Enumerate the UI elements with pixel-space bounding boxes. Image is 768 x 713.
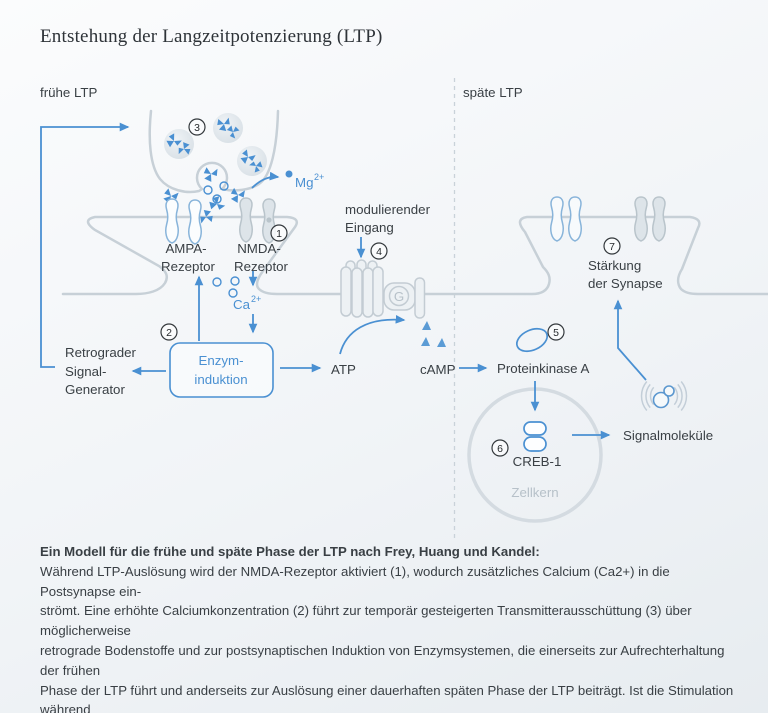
step-circle-1: [270, 224, 288, 242]
step-number-4: 4: [376, 246, 382, 258]
signal-wave-arc: [640, 381, 648, 411]
vesicles: [164, 113, 267, 176]
step-circle-7: [603, 237, 621, 255]
mg-label: Mg: [295, 175, 313, 190]
page-title: Entstehung der Langzeitpotenzierung (LTP…: [40, 26, 383, 47]
ampa-label-line1: AMPA-: [165, 241, 206, 256]
presynaptic-terminal-outline: [148, 109, 280, 194]
ampa-receptor-icon: [165, 198, 202, 245]
creb-label: CREB-1: [513, 454, 562, 469]
step-number-6: 6: [497, 443, 503, 455]
section-label-late-ltp: späte LTP: [463, 85, 523, 100]
ion-circle: [230, 276, 240, 286]
strengthening-label-line2: der Synapse: [588, 276, 663, 291]
enzyme-label-line1: Enzym-: [198, 353, 243, 368]
calcium-ions: [203, 181, 240, 298]
magnesium-block-dot: [266, 217, 272, 223]
signal-molecule-circle: [652, 391, 670, 409]
step-number-5: 5: [553, 327, 559, 339]
signal-molecule-icon: [640, 381, 688, 411]
pka-label: Proteinkinase A: [497, 361, 590, 376]
retrograde-label-line3: Generator: [65, 382, 125, 397]
vesicle: [237, 146, 267, 176]
step-circle-2: [160, 323, 178, 341]
ion-circle: [212, 277, 222, 287]
caption-line: strömt. Eine erhöhte Calciumkonzentratio…: [40, 603, 692, 639]
atp-to-camp-arrow: [339, 315, 406, 355]
atp-label: ATP: [331, 362, 356, 377]
nmda-receptor-icon: [239, 197, 276, 244]
caption-block: Ein Modell für die frühe und späte Phase…: [40, 542, 740, 713]
camp-label: cAMP: [420, 362, 456, 377]
vesicle: [213, 113, 243, 143]
mg-ion-dot: [285, 170, 293, 178]
transmitter-molecule-icon: [201, 164, 221, 184]
ca-label: Ca: [233, 297, 251, 312]
camp-triangle: [422, 321, 431, 330]
step-number-3: 3: [194, 122, 200, 134]
nucleus-label: Zellkern: [511, 485, 558, 500]
ion-circle: [228, 288, 238, 298]
camp-molecules: [421, 321, 446, 347]
creb-icon: [523, 421, 547, 452]
ion-circle: [219, 181, 229, 191]
camp-triangle: [421, 337, 430, 346]
signal-wave-arc: [645, 383, 651, 409]
enzyme-label-line2: induktion: [194, 372, 247, 387]
signal-wave-arc: [680, 381, 688, 411]
mg-superscript: 2+: [314, 172, 324, 182]
step-number-2: 2: [166, 327, 172, 339]
signal-wave-arc: [673, 386, 679, 406]
caption-heading: Ein Modell für die frühe und späte Phase…: [40, 544, 540, 559]
step-circle-3: [188, 118, 206, 136]
section-label-early-ltp: frühe LTP: [40, 85, 98, 100]
caption-line: retrograde Bodenstoffe und zur postsynap…: [40, 642, 725, 678]
step-circle-6: [491, 439, 509, 457]
camp-triangle: [437, 338, 446, 347]
mg-exit-arrow: [251, 171, 280, 189]
modulating-input-label-line1: modulierender: [345, 202, 431, 217]
step-circle-4: [370, 242, 388, 260]
strengthening-label-line1: Stärkung: [588, 258, 641, 273]
signal-wave-arc: [677, 383, 683, 409]
ampa-label-line2: Rezeptor: [161, 259, 216, 274]
signal-molecule-circle: [663, 385, 675, 397]
caption-line: Während LTP-Auslösung wird der NMDA-Reze…: [40, 563, 670, 599]
late-receptor-new-icon: [550, 196, 582, 242]
retrograde-feedback-arrow: [40, 122, 130, 368]
enzyme-induction-box: [169, 342, 274, 398]
late-receptor-existing-icon: [634, 196, 666, 242]
ca-superscript: 2+: [251, 294, 261, 304]
retrograde-label-line1: Retrograder: [65, 345, 137, 360]
g-protein-letter: G: [394, 289, 404, 304]
retrograde-label-line2: Signal-: [65, 364, 106, 379]
signal-molecules-label: Signalmoleküle: [623, 428, 713, 443]
step-number-7: 7: [609, 241, 615, 253]
g-protein-receptor-complex-icon: [340, 259, 426, 319]
caption-line: Phase der LTP führt und anderseits zur A…: [40, 682, 734, 713]
ion-circle: [212, 194, 222, 204]
nmda-label-line2: Rezeptor: [234, 259, 289, 274]
signal-wave-arc: [649, 386, 655, 406]
step-number-1: 1: [276, 228, 282, 240]
step-circle-5: [547, 323, 565, 341]
signal-to-synapse-arrow: [613, 299, 647, 381]
pka-ellipse-icon: [515, 327, 549, 353]
nmda-label-line1: NMDA-: [237, 241, 281, 256]
adenylyl-cyclase-icon: [414, 277, 426, 319]
ion-circle: [203, 185, 213, 195]
modulating-input-label-line2: Eingang: [345, 220, 394, 235]
